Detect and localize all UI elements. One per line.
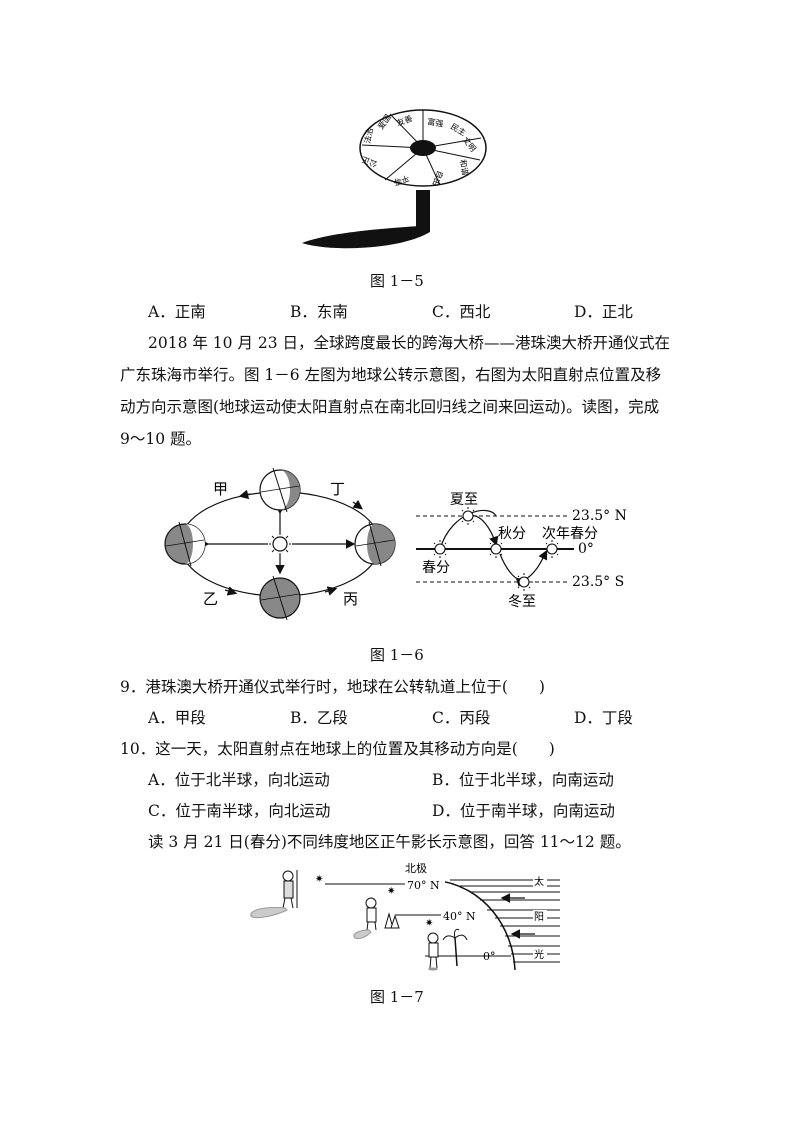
sunlight-char: 阳 — [534, 911, 544, 923]
label-next-spring-equinox: 次年春分 — [542, 526, 598, 542]
label-lat-equator: 0° — [578, 541, 594, 557]
figure-1-6-sun-path-diagram: 夏至 秋分 次年春分 春分 冬至 23.5° N 0° 23.5° S — [416, 492, 627, 610]
label-lat-0: 0° — [483, 950, 496, 963]
sun-icon: ✷ — [315, 874, 323, 885]
label-spring-equinox: 春分 — [422, 560, 450, 576]
intro-line: 广东珠海市举行。图 1－6 左图为地球公转示意图，右图为太阳直射点位置及移 — [120, 366, 662, 384]
dial-label: 和谐 — [458, 159, 471, 176]
earth-right — [354, 521, 396, 567]
person-40n — [353, 897, 400, 939]
orbit-label-ding: 丁 — [330, 480, 345, 498]
figure-1-7-caption: 图 1－7 — [370, 988, 424, 1006]
q10-stem: 10．这一天，太阳直射点在地球上的位置及其移动方向是( ) — [120, 740, 555, 758]
orbit-label-jia: 甲 — [213, 480, 228, 498]
label-north-pole: 北极 — [405, 861, 427, 875]
dial-label: 法治 — [362, 127, 375, 144]
label-lat-70: 70° N — [407, 879, 440, 892]
intro-11-12: 读 3 月 21 日(春分)不同纬度地区正午影长示意图，回答 11～12 题。 — [148, 833, 631, 851]
figure-1-6-caption: 图 1－6 — [370, 646, 424, 664]
q10-option-b: B．位于北半球，向南运动 — [432, 771, 614, 789]
q9-option-b: B．乙段 — [290, 709, 348, 727]
sunlight-char: 太 — [534, 875, 544, 888]
q9-stem: 9．港珠澳大桥开通仪式举行时，地球在公转轨道上位于( ) — [120, 678, 545, 696]
intro-line: 2018 年 10 月 23 日，全球跨度最长的跨海大桥——港珠澳大桥开通仪式在 — [148, 334, 671, 352]
q10-option-d: D．位于南半球，向南运动 — [432, 802, 615, 820]
label-summer-solstice: 夏至 — [450, 492, 478, 508]
dial-label: 富强 — [427, 116, 444, 129]
orbit-label-bing: 丙 — [343, 590, 358, 608]
sunlight-char: 光 — [534, 948, 544, 961]
figure-1-5-caption: 图 1－5 — [370, 272, 424, 290]
label-autumn-equinox: 秋分 — [498, 526, 526, 542]
q9-option-a: A．甲段 — [148, 709, 206, 727]
figure-1-7-shadow-diagram: 北极 太 阳 光 70° N 40° N 0° ✷ ✷ ✷ — [250, 861, 560, 971]
orbit-label-yi: 乙 — [203, 590, 218, 608]
intro-line: 动方向示意图(地球运动使太阳直射点在南北回归线之间来回运动)。读图，完成 — [120, 398, 660, 416]
earth-left — [164, 521, 206, 567]
intro-line: 9～10 题。 — [120, 430, 202, 448]
earth-bottom — [259, 575, 301, 621]
q9-option-d: D．丁段 — [574, 709, 633, 727]
q9-option-c: C．丙段 — [432, 709, 491, 727]
q10-option-c: C．位于南半球，向北运动 — [148, 802, 331, 820]
figure-1-6-orbit-diagram: 甲 丁 乙 丙 — [164, 467, 396, 621]
q10-option-a: A．位于北半球，向北运动 — [148, 771, 330, 789]
sun-icon — [272, 536, 288, 552]
label-lat-north: 23.5° N — [572, 508, 627, 524]
label-lat-40: 40° N — [443, 910, 476, 923]
sun-icon: ✷ — [387, 886, 395, 897]
q8-option-c: C．西北 — [432, 303, 491, 321]
sun-icon: ✷ — [425, 918, 433, 929]
q8-option-a: A．正南 — [148, 303, 206, 321]
q8-option-b: B．东南 — [290, 303, 348, 321]
figure-1-5-sundial: 友善 富强 民主 文明 和谐 自由 平等 公正 法治 爱国 — [302, 109, 487, 249]
person-70n — [250, 870, 298, 919]
label-lat-south: 23.5° S — [572, 574, 624, 590]
label-winter-solstice: 冬至 — [508, 594, 536, 610]
earth-top — [259, 467, 301, 513]
q8-option-d: D．正北 — [574, 303, 633, 321]
person-equator — [427, 928, 468, 971]
